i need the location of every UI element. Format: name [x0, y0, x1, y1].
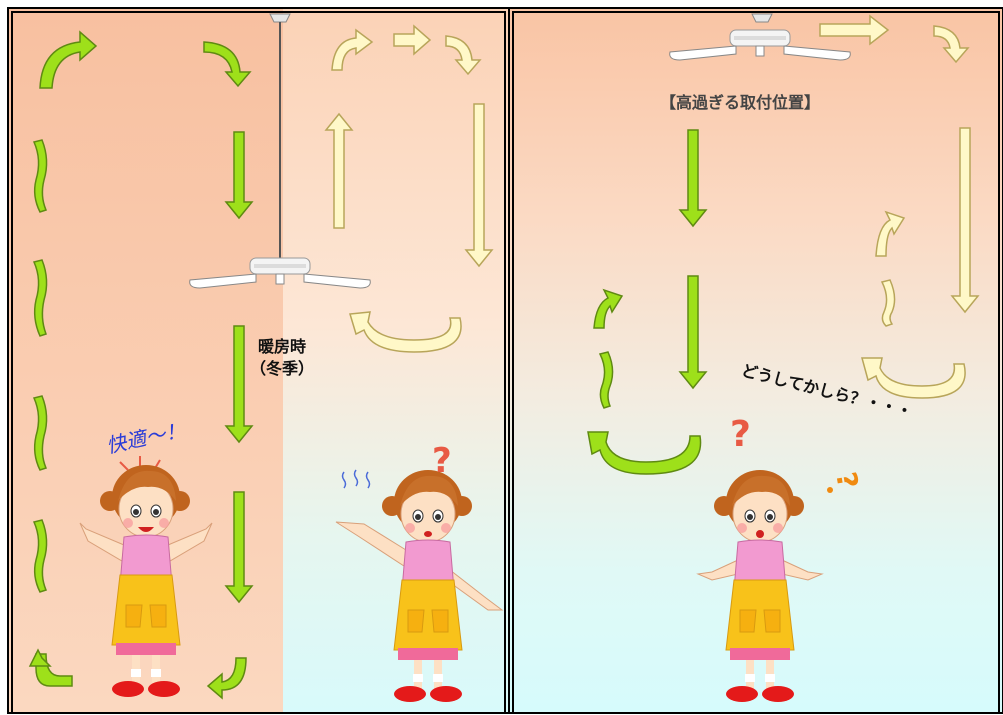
cool-airflow-arrows	[324, 24, 494, 353]
heating-label-line2: （冬季）	[250, 359, 314, 378]
cool-airflow-arrows-right	[819, 14, 980, 399]
left-panel: 暖房時 （冬季） 快適〜！ ?	[7, 7, 510, 714]
heating-mode-label: 暖房時 （冬季）	[250, 337, 314, 378]
question-mark-icon-large: ?	[730, 414, 751, 455]
mounting-position-label: 【高過ぎる取付位置】	[660, 93, 820, 112]
question-dot	[827, 487, 833, 493]
question-mark-icon-tilted: ?	[829, 469, 864, 491]
warm-airflow-arrows-right	[587, 129, 708, 475]
woman-comfortable	[79, 464, 213, 698]
fan-mount	[269, 13, 291, 262]
question-mark-icon: ?	[432, 441, 452, 481]
woman-shrugging	[696, 469, 824, 703]
shiver-marks	[341, 469, 371, 489]
warm-airflow-arrows	[28, 30, 254, 700]
woman-cold-puzzled	[335, 469, 504, 703]
fan-mount-high	[751, 13, 773, 23]
right-panel: 【高過ぎる取付位置】 どうしてかしら？・・・ ? ?	[508, 7, 1003, 714]
heating-label-line1: 暖房時	[258, 337, 306, 356]
